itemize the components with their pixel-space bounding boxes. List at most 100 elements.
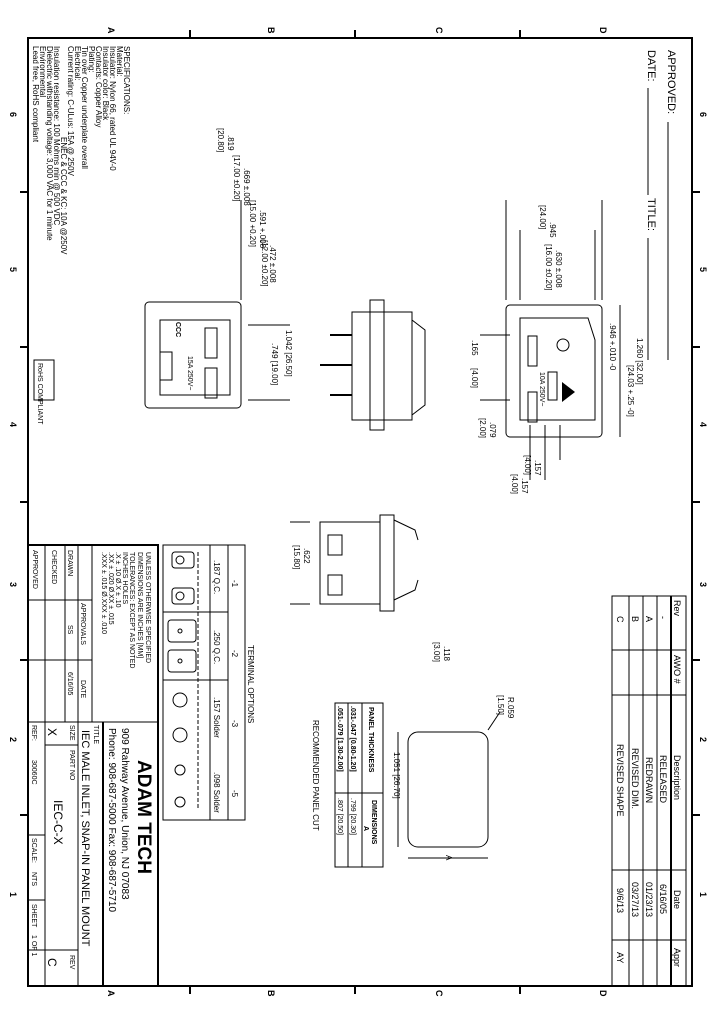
dimension-118: .118 bbox=[442, 646, 451, 662]
terminal-label: .098 Solder bbox=[212, 772, 221, 813]
specification-notes: SPECIFICATIONS: Material: Insulator: Nyl… bbox=[31, 46, 131, 255]
dimension-472-mm: [12.00 ±0.20] bbox=[260, 240, 269, 287]
description-cell: REVISED DIM. bbox=[630, 748, 640, 809]
note-line: Insulation resistance: 100 Mohms min @ 5… bbox=[52, 46, 61, 226]
dimension-157a: .157 bbox=[533, 460, 542, 476]
tolerance-line: .XX ± .020 Ø.XX ± .015 bbox=[107, 552, 114, 625]
zone-letter: A bbox=[106, 27, 116, 34]
front-view-right: 10A 250V~ bbox=[480, 200, 621, 480]
note-line: ENEC & CCC & KC: 10A @250V bbox=[59, 137, 68, 255]
scale-value: NTS bbox=[30, 872, 37, 886]
tolerance-line: INCHES HOLES bbox=[121, 552, 128, 604]
zone-letter: B bbox=[266, 27, 276, 34]
dimension-945-mm: [24.00] bbox=[538, 205, 547, 229]
date-cell: 6/16/05 bbox=[658, 884, 668, 914]
panel-thickness-header: PANEL THICKNESS bbox=[367, 707, 374, 773]
zone-number: 4 bbox=[698, 422, 708, 427]
part-no-label: PART NO bbox=[68, 750, 75, 781]
dimensions-subheader: A bbox=[362, 826, 369, 831]
rating-mark-left: 15A 250V~ bbox=[186, 356, 193, 390]
rev-value: C bbox=[45, 958, 59, 967]
tolerance-line: UNLESS OTHERWISE SPECIFIED bbox=[144, 552, 151, 663]
dimension-630-mm: [16.00 ±0.20] bbox=[544, 244, 553, 291]
zone-number: 4 bbox=[8, 422, 18, 427]
rev-cell: B bbox=[630, 616, 640, 622]
terminal-code: -2 bbox=[230, 650, 239, 658]
side-view-bottom bbox=[290, 514, 419, 612]
note-line: Insulator color: Black bbox=[101, 46, 110, 121]
rating-mark: 10A 250V~ bbox=[538, 372, 545, 406]
zone-letter: D bbox=[598, 27, 608, 34]
appr-header: Appr bbox=[672, 948, 682, 967]
note-line: Tin over Copper underplate overall bbox=[80, 46, 89, 169]
drawn-label: DRAWN bbox=[66, 550, 73, 576]
dimension-079-mm: [2.00] bbox=[478, 418, 487, 438]
tolerance-line: TOLERANCES: EXCEPT AS NOTED bbox=[128, 552, 135, 668]
date-label: DATE: bbox=[645, 50, 657, 82]
approval-block: APPROVED: DATE: TITLE: bbox=[645, 50, 677, 360]
revision-table: Rev AWO # Description Date Appr - RELEAS… bbox=[611, 595, 687, 987]
dimension-591: .591 +.008 bbox=[258, 210, 267, 249]
tolerance-line: DIMENSIONS ARE INCHES [MM] bbox=[136, 552, 143, 658]
dimension-472: .472 ±.008 bbox=[268, 245, 277, 283]
rohs-compliant-logo: RoHS COMPLIANT bbox=[33, 359, 55, 425]
ref-value: 30060C bbox=[30, 760, 37, 785]
panel-dimension-cell: .799 [20.30] bbox=[349, 798, 356, 835]
zone-letter: A bbox=[106, 990, 116, 997]
rev-cell: C bbox=[615, 616, 625, 623]
zone-number: 3 bbox=[698, 582, 708, 587]
zone-labels: A B C D A B C D 6 5 4 3 2 1 6 5 4 3 2 1 bbox=[8, 27, 708, 997]
dimension-946: .946 +.010 -0 bbox=[608, 323, 617, 371]
approved-label: APPROVED: bbox=[665, 50, 677, 114]
panel-thickness-cell: .031-.047 [0.80-1.20] bbox=[349, 706, 356, 772]
description-header: Description bbox=[672, 755, 682, 800]
tolerance-line: .XXX ± .015 Ø.XXX ± .010 bbox=[100, 552, 107, 634]
panel-cutout bbox=[397, 711, 501, 859]
zone-letter: D bbox=[598, 990, 608, 997]
zone-number: 6 bbox=[8, 112, 18, 117]
description-cell: RELEASED bbox=[658, 755, 668, 804]
panel-thickness-cell: .051-.079 [1.30-2.00] bbox=[336, 706, 343, 772]
note-line: Insulator: Nylon 66, rated UL 94V-0 bbox=[108, 46, 117, 171]
terminal-code: -3 bbox=[230, 720, 239, 728]
approvals-label: APPROVALS bbox=[79, 603, 86, 645]
radius-059-mm: [1.50] bbox=[496, 695, 505, 715]
awo-header: AWO # bbox=[672, 655, 682, 684]
dimension-157b-mm: [4.00] bbox=[510, 474, 519, 494]
rev-cell: A bbox=[644, 616, 654, 622]
zone-number: 2 bbox=[8, 737, 18, 742]
dimension-630: .630 ±.008 bbox=[554, 250, 563, 288]
title-block: UNLESS OTHERWISE SPECIFIED DIMENSIONS AR… bbox=[27, 544, 159, 987]
note-line: Dielectric withstanding voltage: 3,000 V… bbox=[45, 46, 54, 241]
zone-letter: B bbox=[266, 990, 276, 997]
dimension-1042: 1.042 [26.50] bbox=[284, 330, 293, 377]
dimension-819-mm: [20.80] bbox=[216, 128, 225, 152]
description-cell: REDRAWN bbox=[644, 757, 654, 803]
rev-cell: - bbox=[658, 616, 668, 619]
appr-cell: AY bbox=[615, 952, 625, 963]
terminal-options-title: TERMINAL OPTIONS bbox=[246, 645, 255, 723]
description-cell: REVISED SHAPE bbox=[615, 744, 625, 817]
terminal-options-table: TERMINAL OPTIONS -1 -2 -3 -5 .187 Q.C. .… bbox=[162, 544, 255, 821]
size-label: SIZE bbox=[68, 725, 75, 741]
note-line: Current rating: C-ULus: 15A @ 250V bbox=[66, 46, 75, 177]
note-line: Electrical: bbox=[73, 46, 82, 81]
dimension-946-mm: [24.03 +.25 -0] bbox=[626, 365, 635, 417]
dimension-622-mm: [15.80] bbox=[292, 545, 301, 569]
approved-label: APPROVED bbox=[31, 550, 38, 589]
date-cell: 9/6/13 bbox=[615, 888, 625, 913]
company-phone: Phone: 908-687-5000 Fax: 908-687-5710 bbox=[106, 728, 117, 912]
drawing-frame bbox=[27, 37, 693, 987]
company-name: ADAM TECH bbox=[133, 760, 154, 874]
panel-dimension-cell: .807 [20.50] bbox=[336, 798, 343, 835]
terminal-label: .157 Solder bbox=[212, 697, 221, 738]
dimensions-left-view: .819 [20.80] .669 ±.008 [17.00 ±0.20] .5… bbox=[216, 128, 293, 385]
dimension-165-mm: [4.00] bbox=[470, 368, 479, 388]
approvals-date-label: DATE bbox=[79, 680, 86, 698]
zone-number: 3 bbox=[8, 582, 18, 587]
rohs-logo-text: RoHS COMPLIANT bbox=[36, 363, 43, 425]
radius-059: R.059 bbox=[506, 697, 515, 719]
zone-number: 6 bbox=[698, 112, 708, 117]
date-cell: 03/27/13 bbox=[630, 882, 640, 917]
